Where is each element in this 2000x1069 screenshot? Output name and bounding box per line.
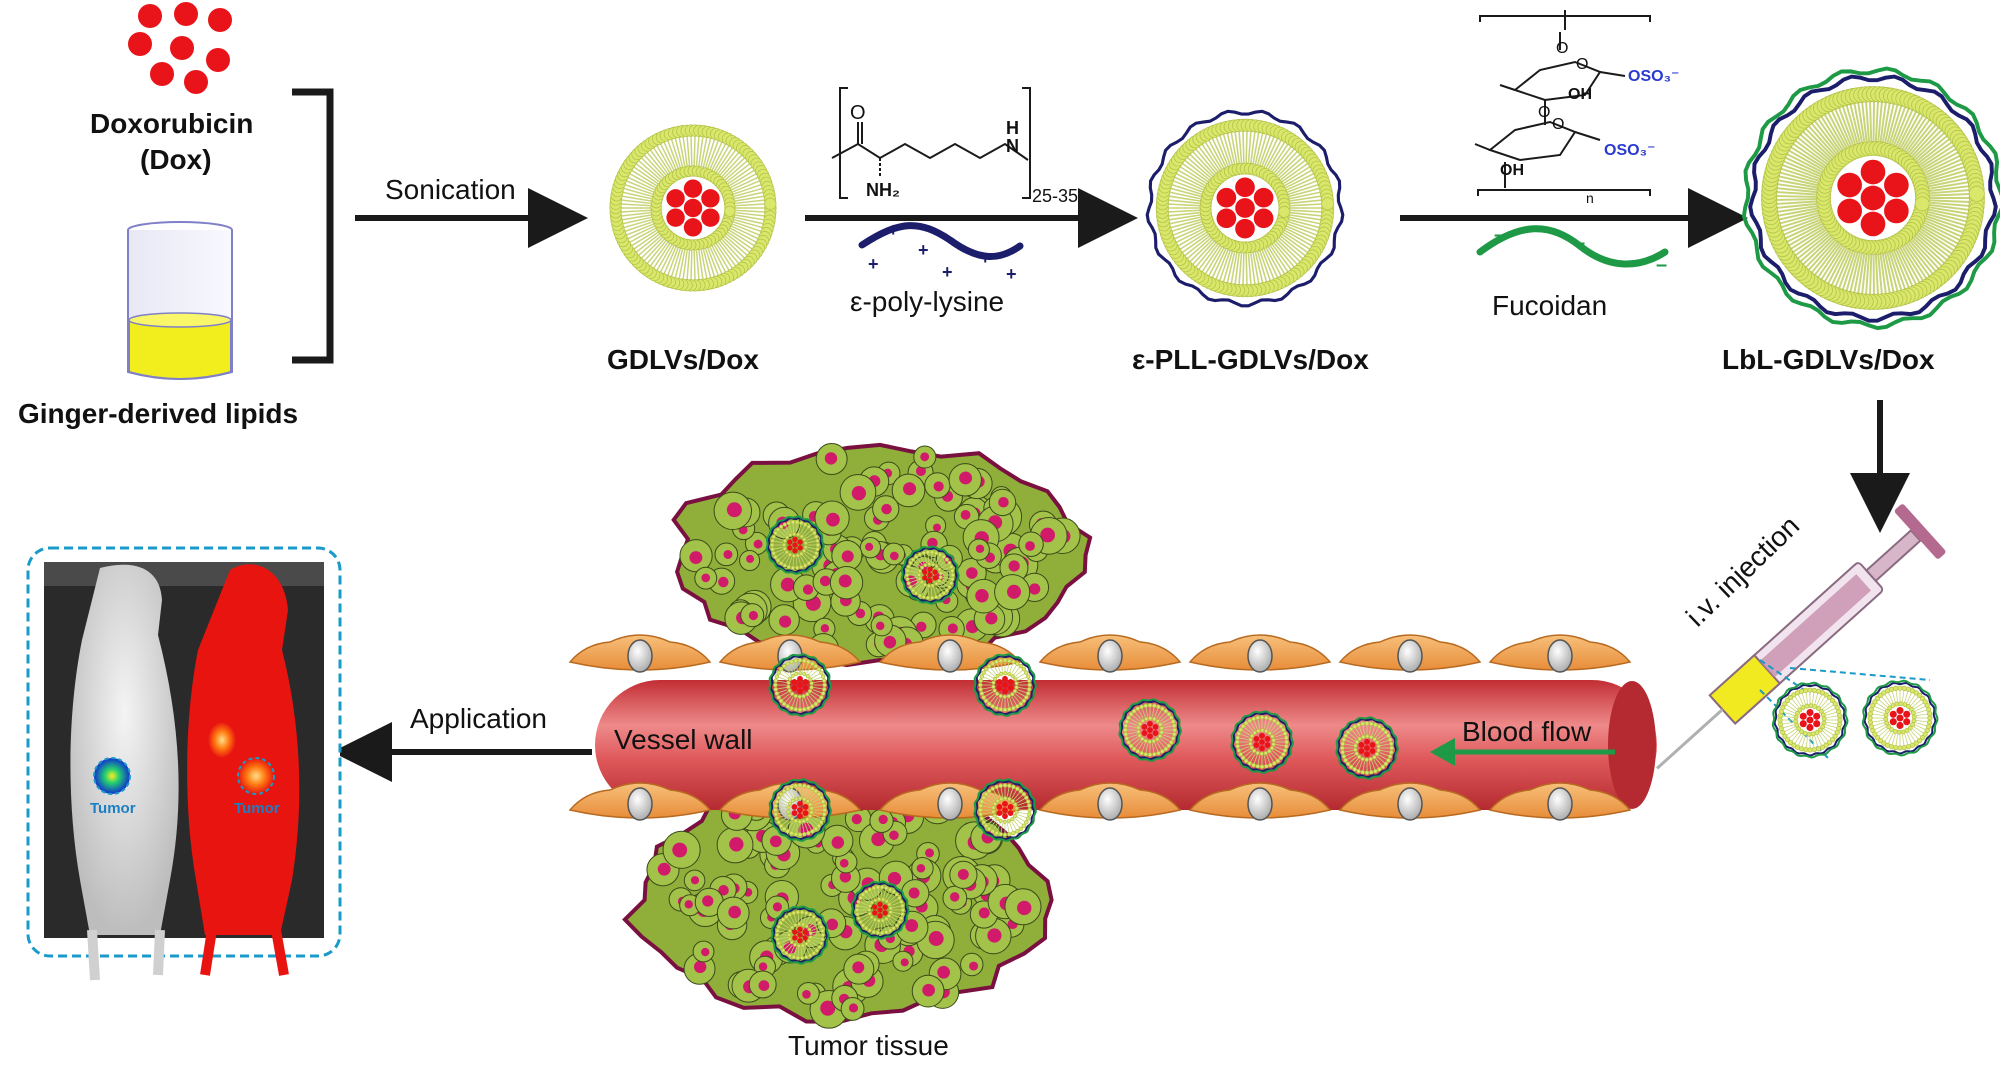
fuc-o2-label: O <box>1576 56 1589 73</box>
endothelial-cells <box>568 634 1632 821</box>
doxorubicin-molecules <box>128 2 232 94</box>
gdlvs-dox-label: GDLVs/Dox <box>607 344 759 375</box>
tumor-label-control: Tumor <box>90 800 136 817</box>
vessel-wall-label: Vessel wall <box>614 724 753 755</box>
process-arrows <box>332 188 1910 782</box>
gdlv-dox-vesicle <box>609 124 777 292</box>
fucoidan-label: Fucoidan <box>1492 290 1608 321</box>
mouse-treated <box>187 564 300 935</box>
pll-repeat-label: 25-35 <box>1032 186 1079 206</box>
pll-h-label: H <box>1006 118 1019 138</box>
mouse-control <box>70 564 179 935</box>
pll-o-label: O <box>850 102 866 124</box>
fuc-oso3-2-label: OSO₃⁻ <box>1604 142 1656 159</box>
blood-flow-arrow <box>1430 738 1615 766</box>
circulating-vesicles <box>765 515 1939 965</box>
imaging-panel <box>26 546 342 981</box>
fuc-oso3-1-label: OSO₃⁻ <box>1628 68 1680 85</box>
fuc-o3-label: O <box>1538 104 1551 121</box>
pll-nh2-label: NH₂ <box>866 180 900 200</box>
bracket <box>292 88 334 364</box>
beaker-icon <box>127 221 233 380</box>
doxorubicin-label: Doxorubicin <box>90 108 254 139</box>
tumor-label-treated: Tumor <box>234 800 280 817</box>
pll-chemical-structure <box>831 87 1031 199</box>
lbl-gdlvs-dox-label: LbL-GDLVs/Dox <box>1722 344 1935 375</box>
sonication-label: Sonication <box>385 174 516 205</box>
lbl-gdlv-dox-vesicle <box>1741 66 2000 331</box>
tumor-tissue-label: Tumor tissue <box>788 1030 949 1061</box>
application-label: Application <box>410 703 547 734</box>
fuc-o1-label: O <box>1556 40 1569 57</box>
fuc-oh2-label: OH <box>1500 162 1524 179</box>
poly-lysine-label: ε-poly-lysine <box>850 286 1005 317</box>
pll-n-label: N <box>1006 136 1019 156</box>
tumor-tissue-top <box>671 442 1093 668</box>
pll-gdlv-dox-vesicle <box>1145 109 1345 308</box>
pll-gdlvs-dox-label: ε-PLL-GDLVs/Dox <box>1132 344 1369 375</box>
syringe-icon <box>1656 504 1946 770</box>
pll-chain-curve <box>858 222 1024 260</box>
fuc-n-label: n <box>1586 190 1594 206</box>
fucoidan-chemical-structure <box>1474 10 1651 196</box>
fucoidan-chain-curve <box>1476 225 1669 268</box>
fuc-o4-label: O <box>1552 116 1565 133</box>
dox-abbrev-label: (Dox) <box>140 144 212 175</box>
fuc-oh1-label: OH <box>1568 86 1592 103</box>
blood-flow-label: Blood flow <box>1462 716 1592 747</box>
ginger-lipids-label: Ginger-derived lipids <box>18 398 299 429</box>
